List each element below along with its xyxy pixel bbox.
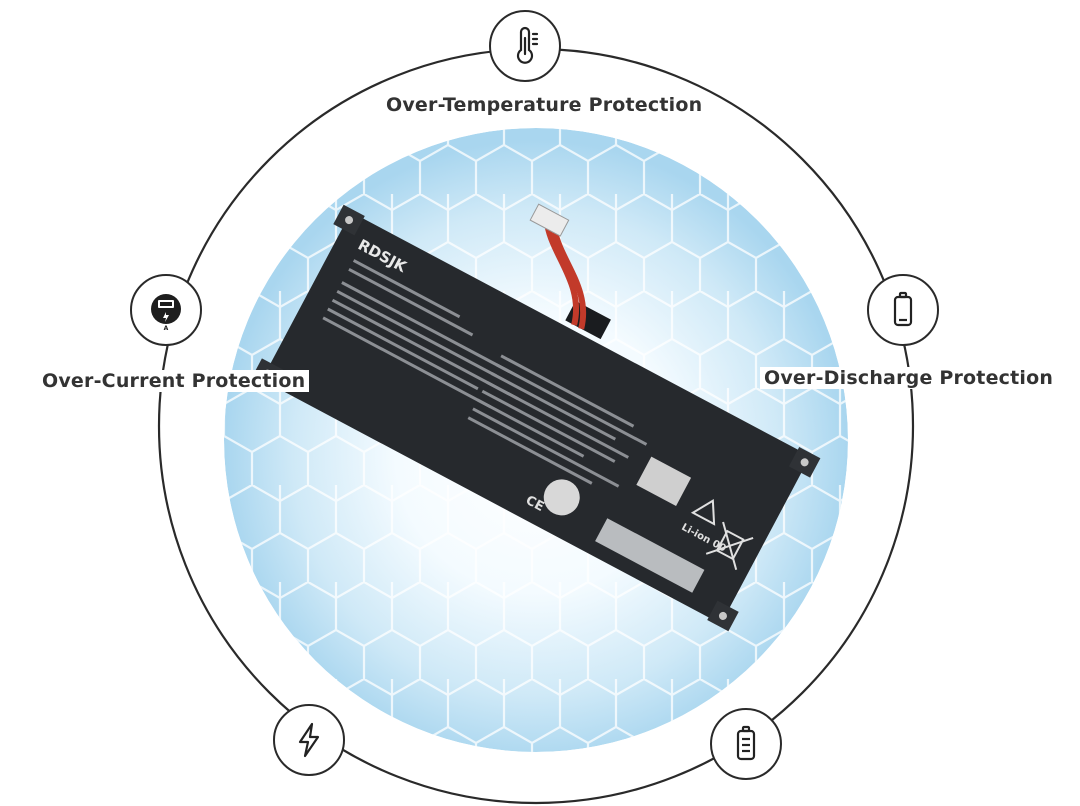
thermometer-icon xyxy=(489,10,561,82)
laptop-battery: RDSJK CE UL Li-ion 00 xyxy=(251,203,821,632)
current-meter-icon: A xyxy=(130,274,202,346)
over-discharge-label: Over-Discharge Protection xyxy=(760,367,1058,389)
over-temperature-label: Over-Temperature Protection xyxy=(382,94,707,116)
battery-full-icon xyxy=(710,708,782,780)
battery-empty-icon xyxy=(867,274,939,346)
over-current-label: Over-Current Protection xyxy=(38,370,310,392)
lightning-icon xyxy=(273,704,345,776)
svg-text:A: A xyxy=(164,325,169,332)
